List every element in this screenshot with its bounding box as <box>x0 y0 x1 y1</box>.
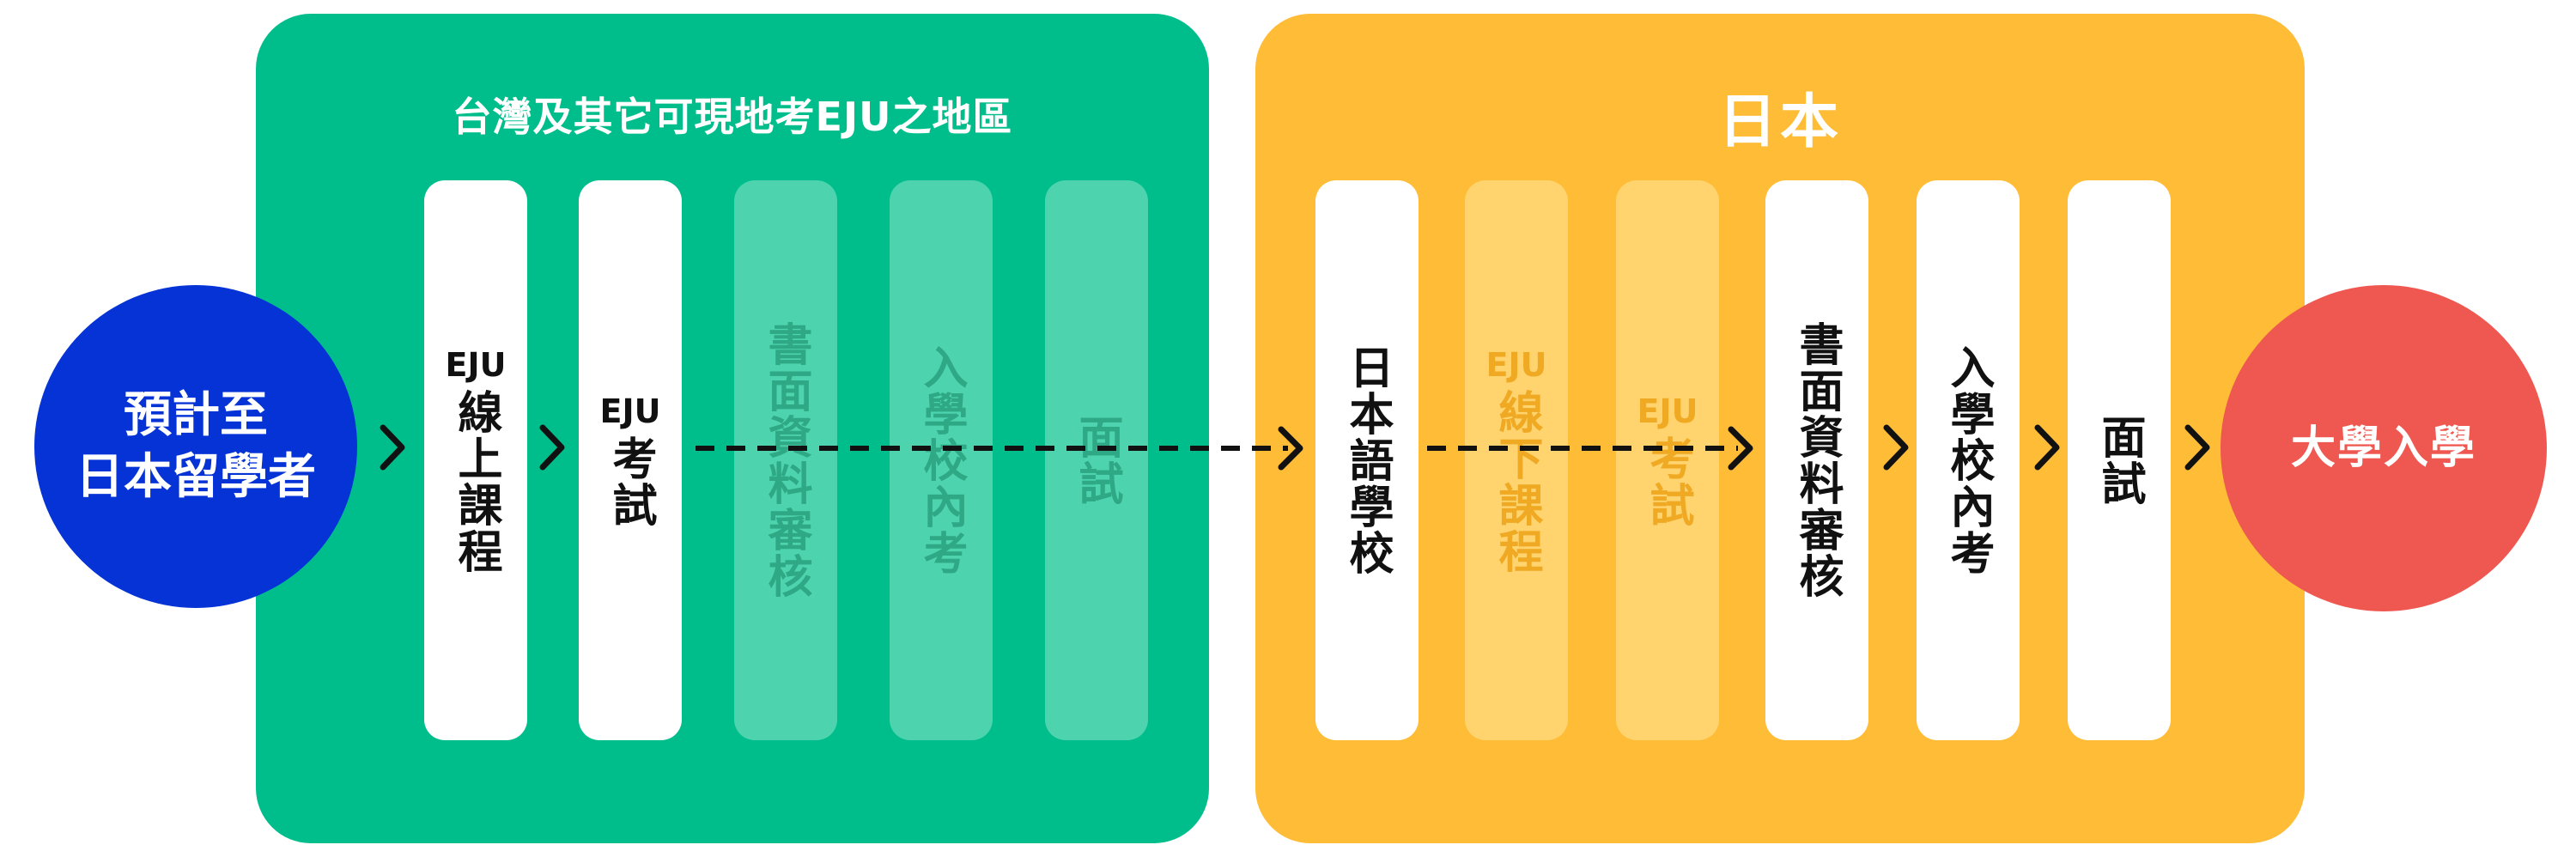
step-label: 入學校內考 <box>1942 344 1994 576</box>
end-circle: 大學入學 <box>2221 285 2547 611</box>
step-label: 入學校內考 <box>915 344 967 576</box>
chevron-right-icon <box>2184 424 2210 471</box>
step-eju-exam: EJU 考試 <box>579 180 682 740</box>
step-interview-taiwan: 面試 <box>1045 180 1148 740</box>
start-label-line1: 預計至 <box>124 387 268 443</box>
step-label: 日本語學校 <box>1341 344 1393 576</box>
start-label-line2: 日本留學者 <box>76 449 316 505</box>
dashed-arrow-to-japan <box>696 426 1303 471</box>
step-document-review-taiwan: 書面資料審核 <box>734 180 837 740</box>
step-eju-tag: EJU <box>1637 392 1698 430</box>
step-label: 線上課程 <box>450 389 501 574</box>
step-label: 面試 <box>1071 414 1122 507</box>
step-label: 書面資料審核 <box>760 321 811 599</box>
chevron-right-icon <box>380 424 405 471</box>
step-label: 線下課程 <box>1491 389 1542 574</box>
dashed-arrow-skip-eju <box>1427 426 1753 471</box>
step-eju-exam-japan: EJU 考試 <box>1616 180 1719 740</box>
taiwan-region-title: 台灣及其它可現地考EJU之地區 <box>452 94 1013 140</box>
japan-region-title: 日本 <box>1717 88 1842 156</box>
step-eju-online-course: EJU 線上課程 <box>424 180 527 740</box>
step-eju-tag: EJU <box>445 346 507 384</box>
step-label: 書面資料審核 <box>1791 321 1843 599</box>
step-document-review-japan: 書面資料審核 <box>1765 180 1868 740</box>
step-eju-tag: EJU <box>1485 346 1547 384</box>
step-label: 面試 <box>2093 414 2145 507</box>
step-interview-japan: 面試 <box>2068 180 2171 740</box>
step-label: 考試 <box>605 435 656 528</box>
chevron-right-icon <box>1883 424 1909 471</box>
step-eju-offline-course: EJU 線下課程 <box>1465 180 1568 740</box>
chevron-right-icon <box>2034 424 2060 471</box>
step-japanese-language-school: 日本語學校 <box>1315 180 1419 740</box>
step-entrance-exam-taiwan: 入學校內考 <box>890 180 993 740</box>
end-label: 大學入學 <box>2290 422 2476 474</box>
step-entrance-exam-japan: 入學校內考 <box>1917 180 2020 740</box>
start-circle: 預計至 日本留學者 <box>34 285 357 608</box>
step-eju-tag: EJU <box>599 392 661 430</box>
chevron-right-icon <box>539 424 565 471</box>
